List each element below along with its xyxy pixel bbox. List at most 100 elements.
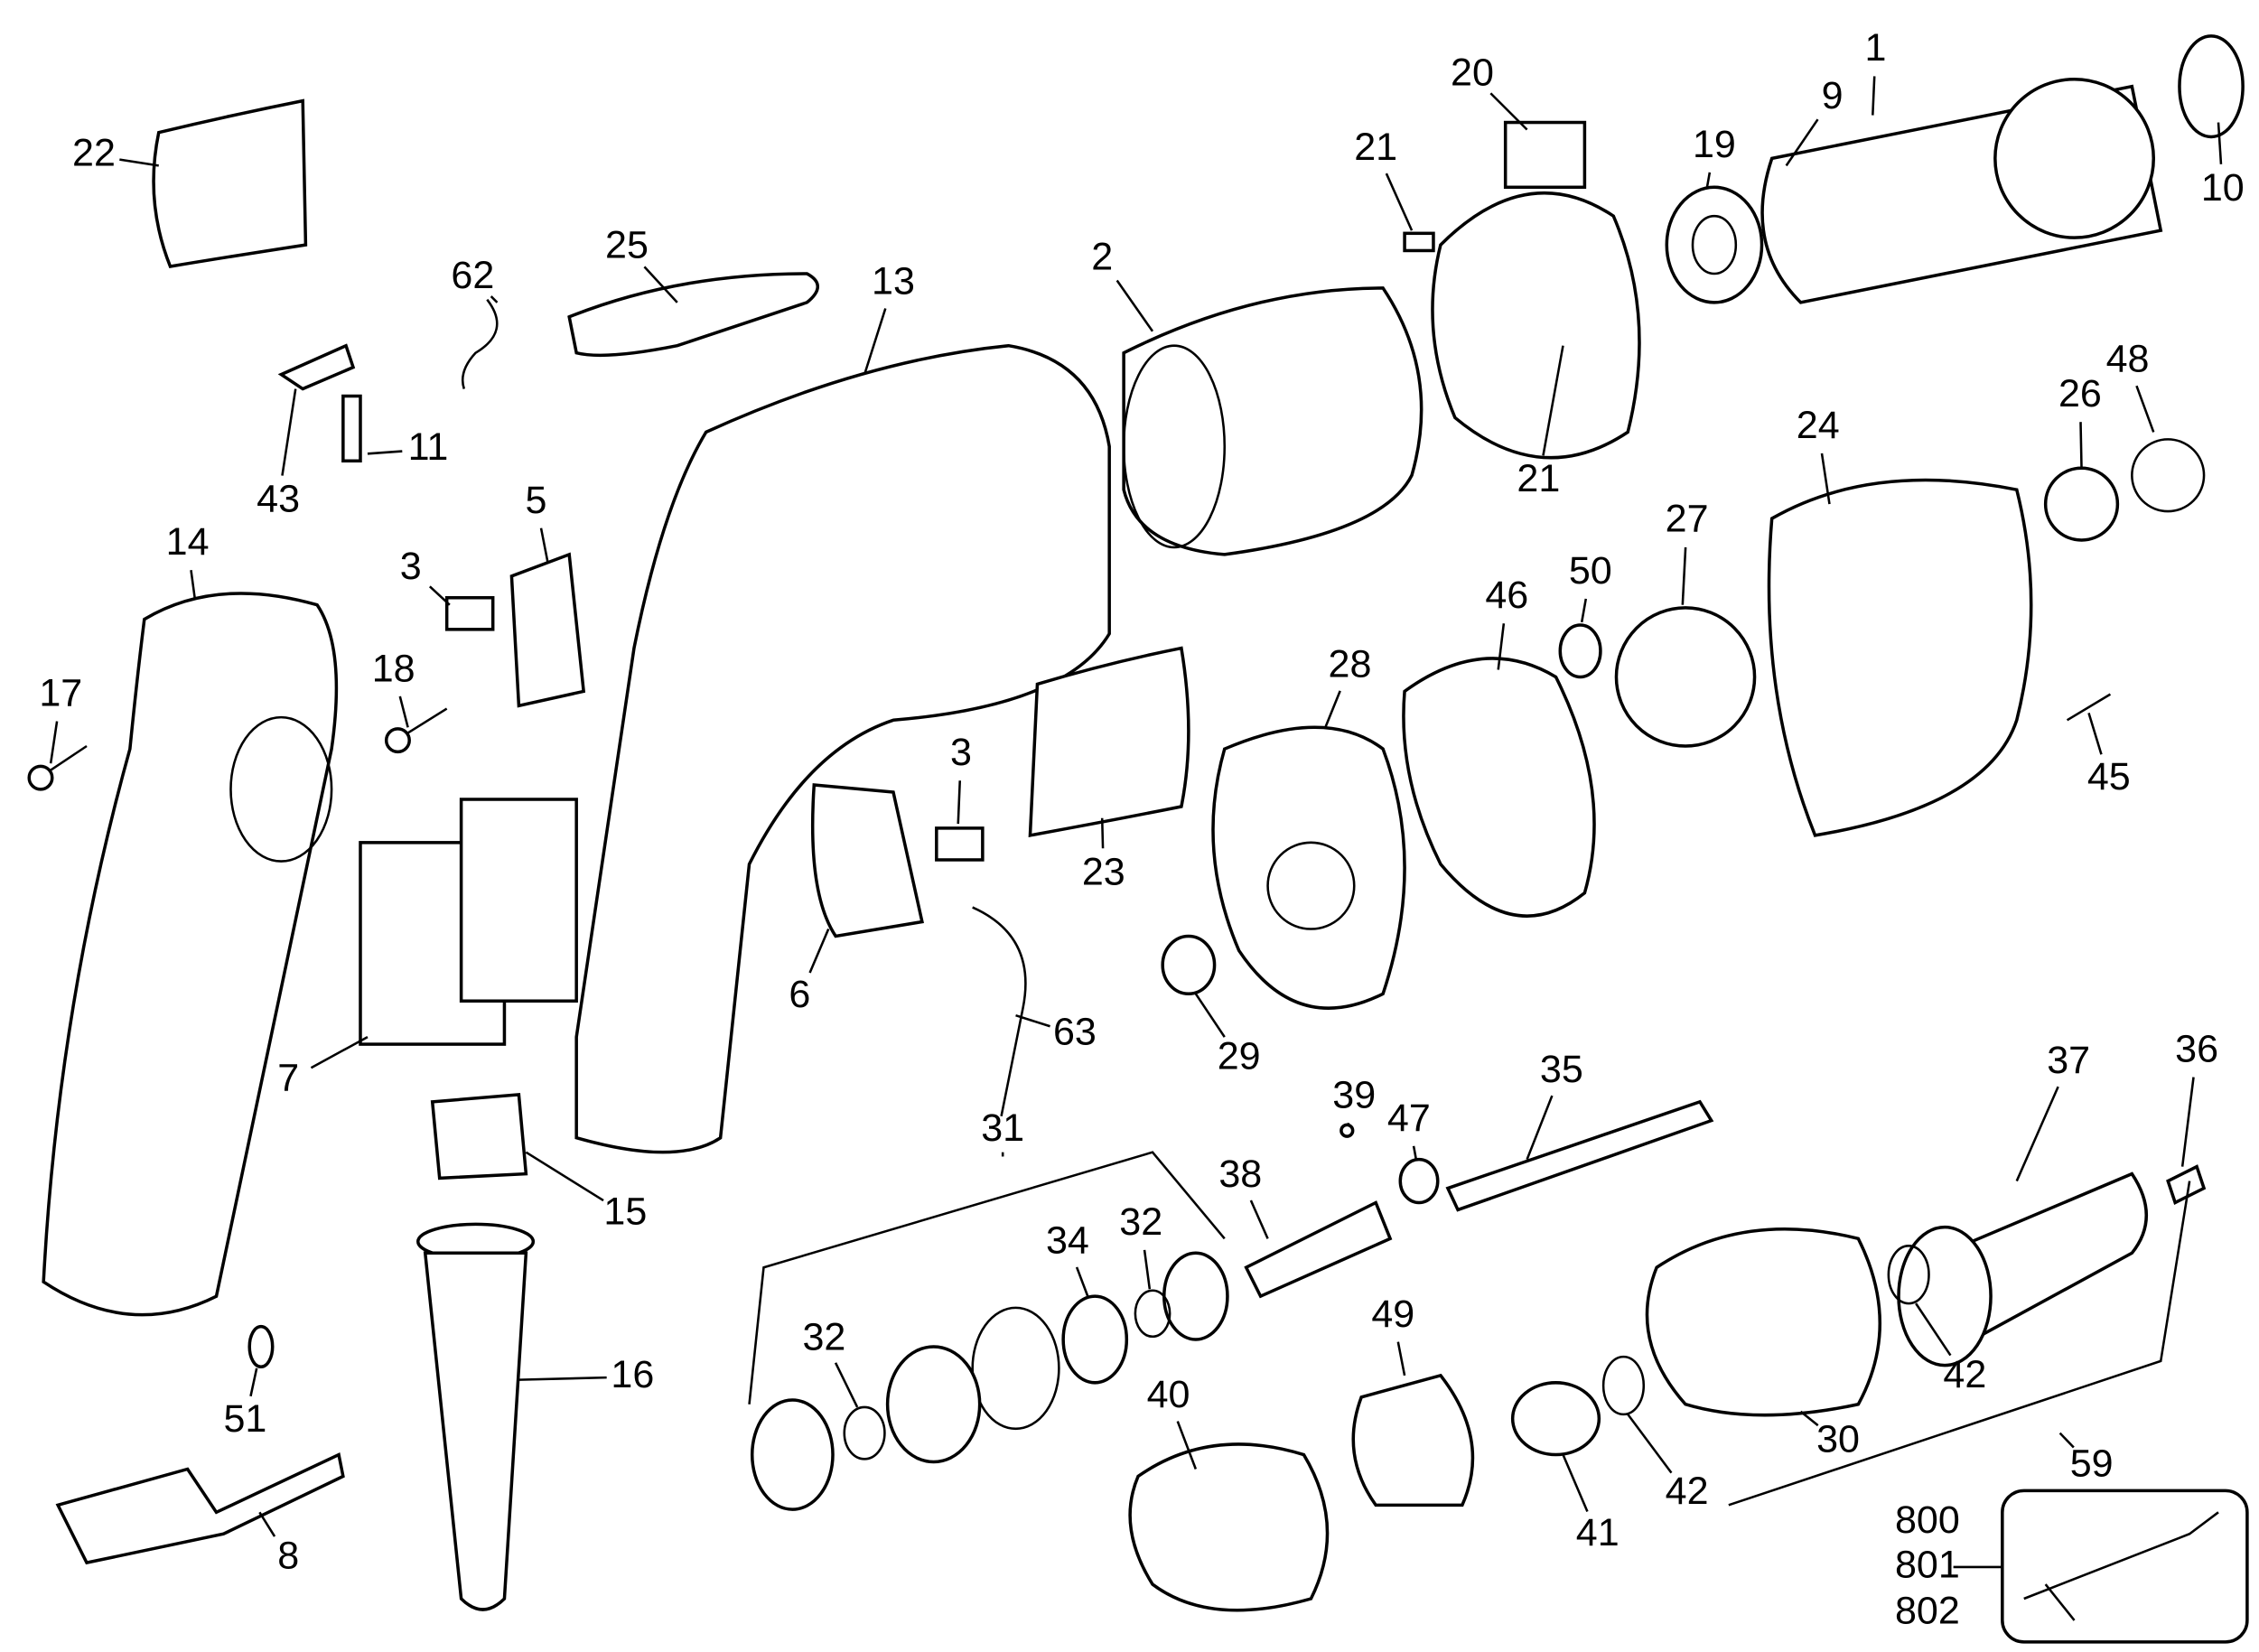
leader-line-20 [1489,92,1528,131]
bracket-31 [748,1151,1226,1405]
leader-line-42 [1915,1302,1952,1357]
leader-line-27 [1681,546,1687,605]
part-43-clip [277,343,356,391]
leader-line-49 [1396,1341,1406,1377]
part-6-brush-holder [810,783,924,938]
callout-63: 63 [1053,1010,1097,1053]
callout-11: 11 [408,425,449,469]
leader-line-26 [2079,422,2083,469]
callout-46: 46 [1485,574,1528,617]
callout-62: 62 [451,254,494,297]
callout-59: 59 [2070,1442,2114,1486]
leader-line-37 [2015,1086,2059,1182]
leader-line-32 [1143,1249,1152,1290]
callout-42: 42 [1943,1353,1986,1396]
part-15-clamp [430,1092,528,1181]
callout-47: 47 [1387,1097,1431,1140]
part-13-housing [574,343,1111,1154]
callout-43: 43 [257,477,300,520]
part-16-side-handle [423,1251,528,1611]
bracket-59 [1728,1181,2191,1507]
part-3-brush [444,596,495,631]
callout-50: 50 [1569,549,1612,593]
part-800-inset-tool [2023,1511,2219,1621]
leader-line-3 [957,780,962,825]
callout-19: 19 [1693,123,1736,166]
callout-22: 22 [72,132,116,175]
leader-line-8 [258,1511,276,1537]
callout-51: 51 [223,1397,266,1441]
part-drawings [27,34,2249,1644]
part-3b-brush [935,826,985,862]
part-29-washer [1161,934,1217,996]
part-7-switch-back [459,798,578,1003]
part-14-handle-cover [42,592,339,1317]
callout-31: 31 [981,1106,1024,1150]
leader-line-23 [1100,817,1105,849]
callout-18: 18 [372,647,415,690]
leader-line-40 [1176,1421,1198,1470]
part-25-cover [567,272,819,358]
leader-line-17 [49,721,59,764]
callout-49: 49 [1371,1293,1414,1336]
leader-line-38 [1249,1199,1269,1239]
part-26-bearing [2043,466,2120,542]
part-10-bearing [2178,34,2245,139]
part-31-nut [1162,1251,1229,1341]
leader-lines [49,76,2223,1569]
part-20-brush-ring [1431,191,1641,460]
part-32-ring [1134,1289,1172,1339]
leader-line-6 [808,929,830,974]
leader-line-35 [1526,1095,1554,1161]
callout-800: 800 [1895,1498,1960,1542]
part-50-bearing [1558,623,1602,679]
part-11-terminal [341,394,362,463]
callout-21: 21 [1354,126,1397,169]
part-2-bore [1122,344,1227,549]
leader-line-7 [310,1035,369,1069]
part-37-nose [1942,1171,2148,1342]
leader-line-29 [1194,993,1226,1038]
part-clutch-plate [885,1345,982,1464]
part-18-head [384,727,411,754]
leader-line-32 [834,1362,859,1408]
callout-48: 48 [2106,338,2150,381]
callout-29: 29 [1218,1034,1261,1078]
callout-8: 8 [277,1535,299,1578]
callout-3: 3 [400,545,422,588]
leader-line-30 [1799,1410,1819,1427]
callout-34: 34 [1046,1219,1089,1263]
callout-23: 23 [1082,850,1125,893]
callout-25: 25 [605,224,649,267]
leader-line-21 [1542,345,1564,456]
leader-line-34 [1075,1266,1089,1297]
leader-line-16 [518,1376,607,1381]
leader-line-48 [2135,385,2155,433]
part-32b-ring [843,1405,886,1461]
part-40-collar [1128,1442,1330,1612]
callout-45: 45 [2087,755,2131,798]
callout-802: 802 [1895,1589,1960,1632]
callout-27: 27 [1666,498,1709,541]
part-35-spindle [1445,1099,1714,1212]
part-19-inner [1691,214,1738,275]
part-28-bore [1266,841,1356,930]
callout-7: 7 [277,1056,299,1099]
part-28-plate [1211,725,1406,1010]
leader-line-10 [2217,122,2223,164]
leader-line-9 [1785,118,1819,167]
leader-line-5 [539,527,549,563]
part-48-ring [2131,438,2206,513]
part-5-brush-holder [509,552,586,708]
callout-14: 14 [166,520,210,564]
part-ring-large [971,1306,1060,1431]
callout-32: 32 [1119,1200,1162,1244]
callout-6: 6 [789,973,810,1016]
part-36-bit [2166,1164,2207,1205]
leader-line-21 [1385,173,1414,231]
leader-line-2 [1115,279,1154,332]
leader-line-47 [1412,1145,1418,1160]
callout-16: 16 [611,1353,654,1396]
part-19-bearing [1665,185,1764,304]
